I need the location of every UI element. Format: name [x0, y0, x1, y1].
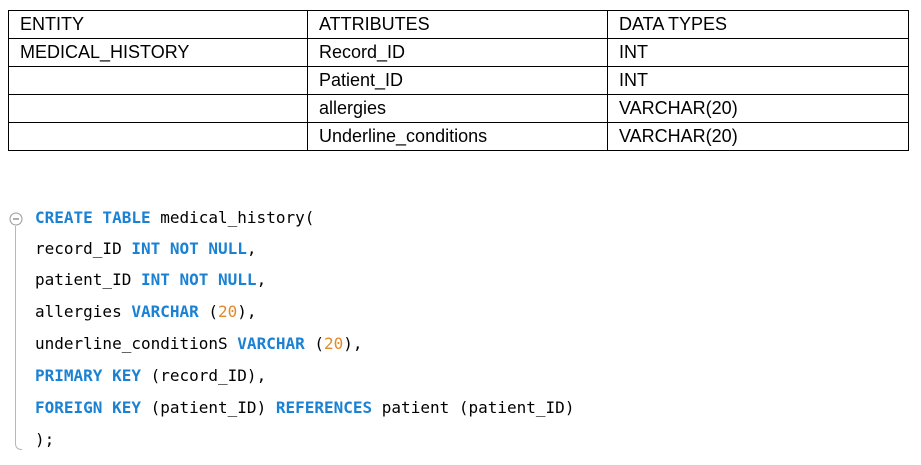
sql-keyword: REFERENCES — [275, 398, 373, 417]
code-line-allergies: allergies VARCHAR (20), — [35, 302, 257, 322]
sql-text: ), — [237, 302, 257, 321]
table-row: Patient_ID INT — [8, 66, 909, 95]
sql-text: ( — [198, 302, 219, 321]
sql-keyword: VARCHAR — [237, 334, 305, 353]
sql-keyword: VARCHAR — [131, 302, 199, 321]
sql-text: , — [246, 239, 257, 258]
code-line-underline-conditions: underline_conditionS VARCHAR (20), — [35, 334, 363, 354]
attribute-cell: Underline_conditions — [307, 122, 608, 151]
sql-text: ), — [343, 334, 363, 353]
table-header-row: ENTITY ATTRIBUTES DATA TYPES — [8, 10, 909, 39]
sql-keyword: FOREIGN KEY — [35, 398, 141, 417]
code-line-create: CREATE TABLE medical_history( — [35, 208, 314, 228]
fold-guide-line — [15, 226, 22, 450]
attribute-cell: allergies — [307, 94, 608, 123]
header-attributes: ATTRIBUTES — [307, 10, 608, 39]
sql-text: patient_ID — [35, 270, 141, 289]
sql-number: 20 — [324, 334, 344, 353]
sql-text: ( — [304, 334, 324, 353]
sql-text: allergies — [35, 302, 132, 321]
code-line-foreign-key: FOREIGN KEY (patient_ID) REFERENCES pati… — [35, 398, 574, 418]
sql-keyword: INT NOT NULL — [140, 270, 257, 289]
sql-text: (record_ID), — [140, 366, 267, 385]
sql-text: underline_conditionS — [35, 334, 238, 353]
sql-keyword: INT NOT NULL — [131, 239, 247, 258]
sql-code-block: CREATE TABLE medical_history( record_ID … — [0, 204, 921, 464]
sql-keyword: PRIMARY KEY — [35, 366, 141, 385]
entity-table: ENTITY ATTRIBUTES DATA TYPES MEDICAL_HIS… — [8, 10, 909, 151]
code-line-primary-key: PRIMARY KEY (record_ID), — [35, 366, 266, 386]
collapse-minus-icon[interactable] — [9, 211, 23, 226]
data-type-cell: VARCHAR(20) — [607, 122, 909, 151]
code-line-record-id: record_ID INT NOT NULL, — [35, 239, 257, 259]
data-type-cell: INT — [607, 38, 909, 67]
sql-number: 20 — [218, 302, 238, 321]
attribute-cell: Patient_ID — [307, 66, 608, 95]
table-row: allergies VARCHAR(20) — [8, 94, 909, 123]
code-line-close: ); — [35, 430, 54, 450]
sql-text: patient (patient_ID) — [372, 398, 575, 417]
entity-cell — [8, 122, 308, 151]
table-row: MEDICAL_HISTORY Record_ID INT — [8, 38, 909, 67]
sql-text: (patient_ID) — [140, 398, 276, 417]
sql-text: ); — [35, 430, 55, 449]
data-type-cell: INT — [607, 66, 909, 95]
header-data-types: DATA TYPES — [607, 10, 909, 39]
data-type-cell: VARCHAR(20) — [607, 94, 909, 123]
entity-cell — [8, 94, 308, 123]
sql-text: record_ID — [35, 239, 132, 258]
sql-text: medical_history( — [150, 208, 315, 227]
sql-keyword: CREATE TABLE — [35, 208, 151, 227]
entity-cell: MEDICAL_HISTORY — [8, 38, 308, 67]
entity-cell — [8, 66, 308, 95]
table-row: Underline_conditions VARCHAR(20) — [8, 122, 909, 151]
header-entity: ENTITY — [8, 10, 308, 39]
code-line-patient-id: patient_ID INT NOT NULL, — [35, 270, 266, 290]
sql-text: , — [256, 270, 267, 289]
attribute-cell: Record_ID — [307, 38, 608, 67]
